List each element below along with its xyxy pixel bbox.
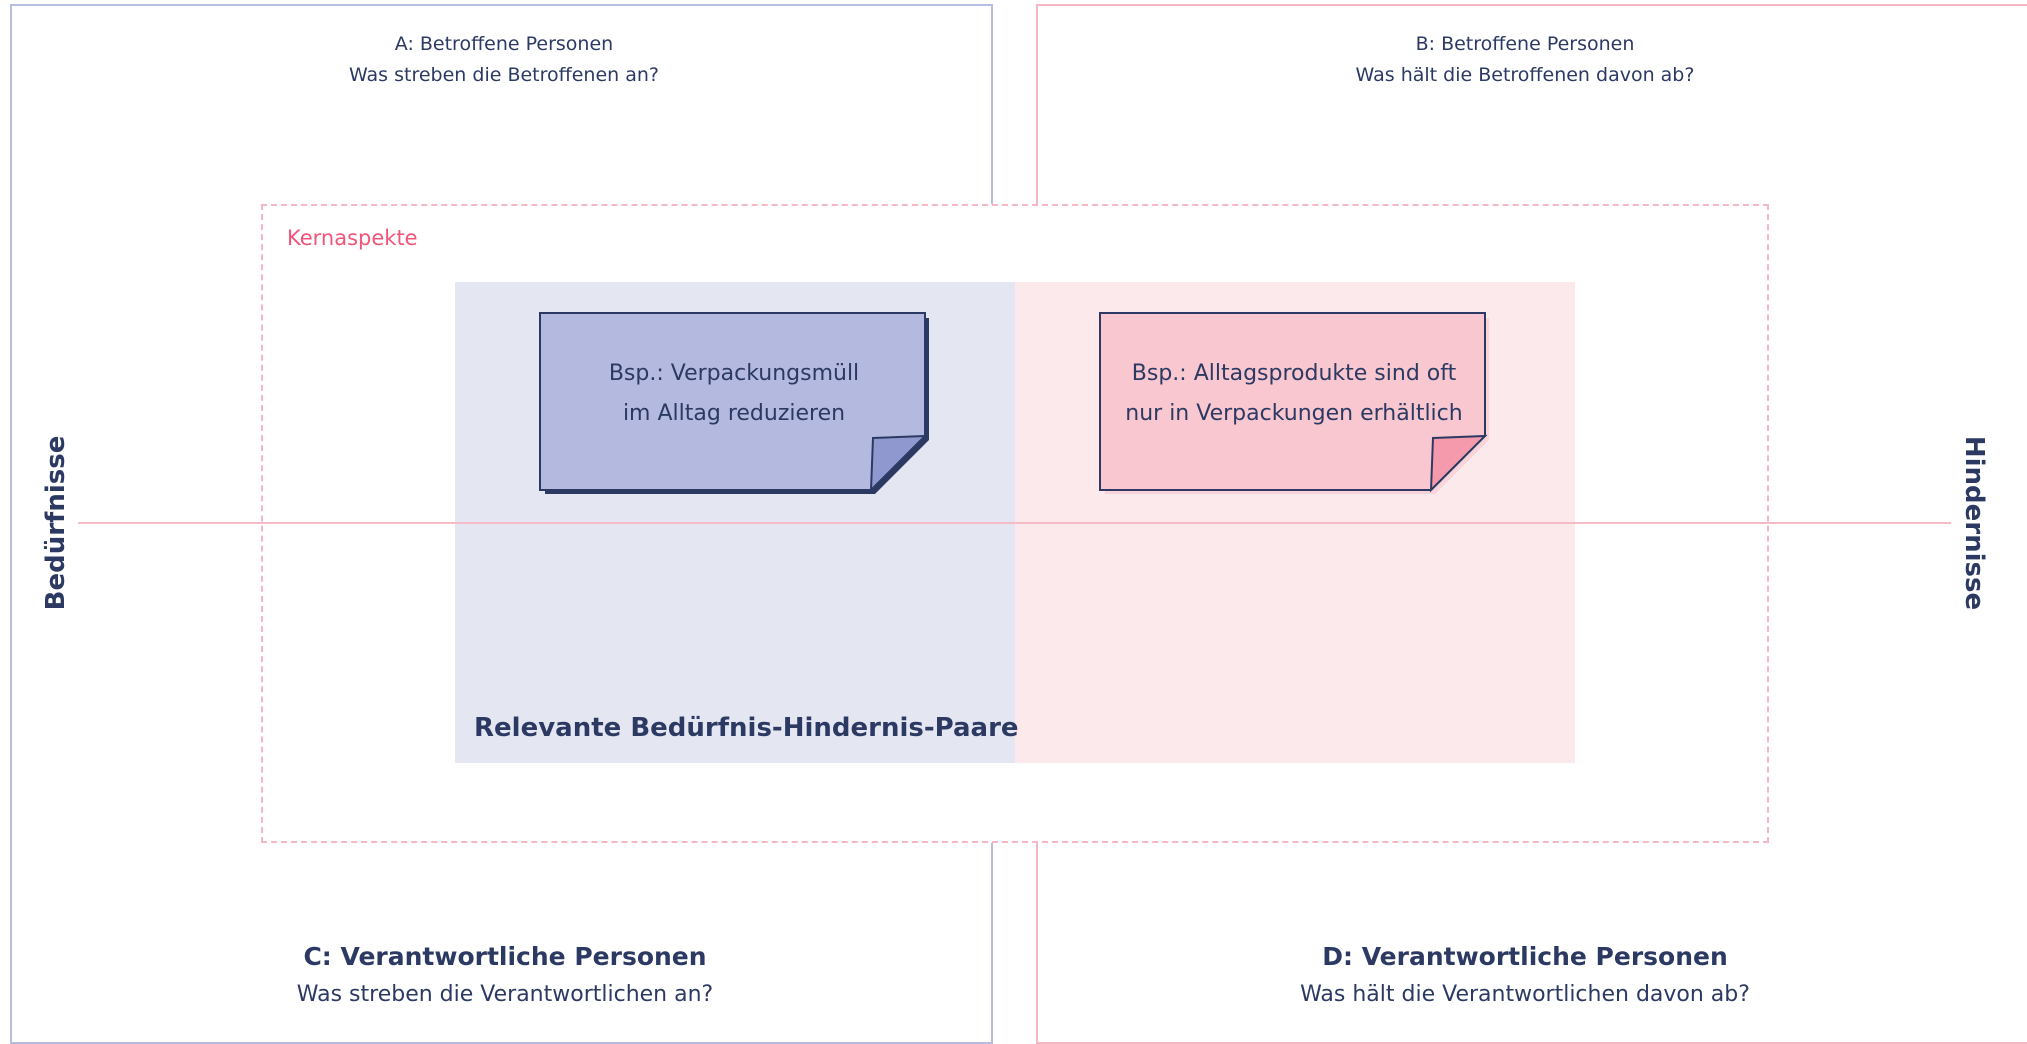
quadrant-a-title: A: Betroffene Personen <box>394 33 614 55</box>
quadrant-d-question: Was hält die Verantwortlichen davon ab? <box>1300 982 1750 1007</box>
sticky-note-obstacle-shape <box>1099 312 1489 494</box>
quadrant-c-question: Was streben die Verantwortlichen an? <box>296 982 714 1007</box>
quadrant-b-title: B: Betroffene Personen <box>1415 33 1635 55</box>
sticky-note-need: Bsp.: Verpackungsmüll im Alltag reduzier… <box>539 312 929 494</box>
sticky-note-need-text: Bsp.: Verpackungsmüll im Alltag reduzier… <box>539 312 929 434</box>
sticky-note-need-line1: Bsp.: Verpackungsmüll <box>608 361 860 386</box>
sticky-note-obstacle: Bsp.: Alltagsprodukte sind oft nur in Ve… <box>1099 312 1489 494</box>
axis-label-needs: Bedürfnisse <box>41 435 71 611</box>
sticky-note-need-line2: im Alltag reduzieren <box>622 401 846 426</box>
quadrant-d-heading: D: Verantwortliche Personen Was hält die… <box>1245 938 1805 1014</box>
quadrant-a-heading: A: Betroffene Personen Was streben die B… <box>264 29 744 91</box>
pairs-label: Relevante Bedürfnis-Hindernis-Paare <box>474 713 1019 743</box>
sticky-note-obstacle-line1: Bsp.: Alltagsprodukte sind oft <box>1131 361 1457 386</box>
quadrant-c-heading: C: Verantwortliche Personen Was streben … <box>225 938 785 1014</box>
horizontal-axis-line <box>78 522 1951 524</box>
axis-label-obstacles: Hindernisse <box>1959 435 1989 611</box>
quadrant-a-question: Was streben die Betroffenen an? <box>348 64 660 86</box>
quadrant-d-title: D: Verantwortliche Personen <box>1322 942 1728 971</box>
quadrant-b-question: Was hält die Betroffenen davon ab? <box>1355 64 1695 86</box>
sticky-note-need-shape <box>539 312 929 494</box>
quadrant-c-title: C: Verantwortliche Personen <box>303 942 707 971</box>
sticky-note-obstacle-text: Bsp.: Alltagsprodukte sind oft nur in Ve… <box>1099 312 1489 434</box>
quadrant-b-heading: B: Betroffene Personen Was hält die Betr… <box>1285 29 1765 91</box>
sticky-note-obstacle-line2: nur in Verpackungen erhältlich <box>1125 401 1463 426</box>
core-aspects-label: Kernaspekte <box>287 226 418 250</box>
